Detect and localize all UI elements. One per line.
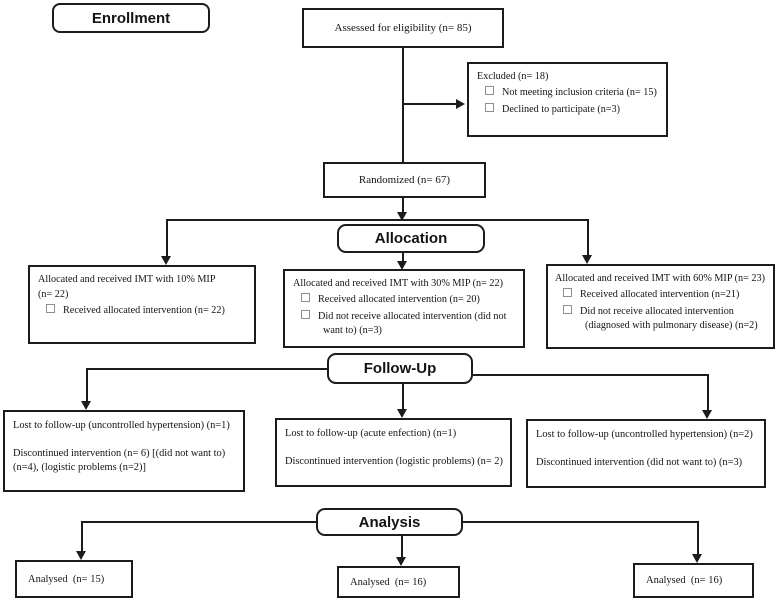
followup-right-line: Lost to follow-up (uncontrolled hyperten… [536, 429, 753, 440]
arrow-down-icon [396, 557, 406, 566]
allocation-right-box: Allocated and received IMT with 60% MIP … [546, 264, 775, 349]
allocation-mid-box: Allocated and received IMT with 30% MIP … [283, 269, 525, 348]
allocation-mid-item-text: Did not receive allocated intervention (… [318, 310, 507, 337]
followup-mid-box: Lost to follow-up (acute enfection) (n=1… [275, 418, 512, 487]
connector-to-analysed-mid [401, 536, 403, 558]
excluded-title: Excluded (n= 18) [477, 71, 549, 82]
allocation-right-item: Received allocated intervention (n=21) [555, 288, 770, 303]
analysed-right-box: Analysed (n= 16) [633, 563, 754, 598]
square-bullet-icon [301, 293, 310, 303]
analysed-left-box: Analysed (n= 15) [15, 560, 133, 598]
arrow-down-icon [161, 256, 171, 265]
connector-to-analysed-right [697, 521, 699, 555]
connector-to-followup-right [707, 374, 709, 411]
allocation-mid-item: Received allocated intervention (n= 20) [293, 293, 517, 308]
connector-to-allocation-mid [402, 253, 404, 262]
square-bullet-icon [485, 102, 494, 112]
excluded-item: Not meeting inclusion criteria (n= 15) [477, 86, 660, 101]
followup-left-line: Lost to follow-up (uncontrolled hyperten… [13, 420, 230, 431]
square-bullet-icon [46, 304, 55, 314]
square-bullet-icon [301, 309, 310, 319]
arrow-right-icon [456, 99, 465, 109]
randomized-box: Randomized (n= 67) [323, 162, 486, 198]
allocation-stage-label: Allocation [337, 224, 485, 253]
enrollment-stage-label: Enrollment [52, 3, 210, 33]
allocation-left-item-text: Received allocated intervention (n= 22) [63, 305, 225, 317]
arrow-down-icon [702, 410, 712, 419]
allocation-mid-item: Did not receive allocated intervention (… [293, 309, 517, 340]
analysis-stage-label: Analysis [316, 508, 463, 536]
followup-mid-line: Lost to follow-up (acute enfection) (n=1… [285, 428, 457, 439]
followup-left-box: Lost to follow-up (uncontrolled hyperten… [3, 410, 245, 492]
followup-right-line: Discontinued intervention (did not want … [536, 456, 743, 468]
connector-to-followup-mid [402, 384, 404, 410]
allocation-right-item-text: Did not receive allocated intervention (… [580, 305, 758, 332]
allocation-mid-item-text: Received allocated intervention (n= 20) [318, 294, 480, 306]
followup-branch-line-right [473, 374, 709, 376]
allocation-right-item: Did not receive allocated intervention (… [555, 304, 770, 335]
followup-branch-line-left [86, 368, 327, 370]
arrow-down-icon [397, 212, 407, 221]
square-bullet-icon [485, 86, 494, 96]
arrow-down-icon [397, 261, 407, 270]
arrow-down-icon [692, 554, 702, 563]
excluded-box: Excluded (n= 18) Not meeting inclusion c… [467, 62, 668, 137]
followup-mid-line: Discontinued intervention (logistic prob… [285, 455, 503, 467]
square-bullet-icon [563, 304, 572, 314]
allocation-right-item-text: Received allocated intervention (n=21) [580, 289, 740, 301]
allocation-mid-title: Allocated and received IMT with 30% MIP … [293, 278, 504, 289]
analysed-mid-box: Analysed (n= 16) [337, 566, 460, 598]
allocation-left-title: Allocated and received IMT with 10% MIP … [38, 274, 216, 300]
allocation-left-item: Received allocated intervention (n= 22) [38, 304, 248, 319]
excluded-item-text: Not meeting inclusion criteria (n= 15) [502, 87, 657, 99]
connector-to-allocation-right [587, 219, 589, 256]
allocation-right-title: Allocated and received IMT with 60% MIP … [555, 273, 766, 284]
analysis-branch-line-left [81, 521, 316, 523]
followup-left-line: Discontinued intervention (n= 6) [(did n… [13, 447, 226, 474]
assessed-box: Assessed for eligibility (n= 85) [302, 8, 504, 48]
allocation-branch-line [166, 219, 589, 221]
allocation-left-box: Allocated and received IMT with 10% MIP … [28, 265, 256, 344]
connector-to-analysed-left [81, 521, 83, 552]
excluded-item: Declined to participate (n=3) [477, 102, 660, 118]
excluded-item-text: Declined to participate (n=3) [502, 103, 621, 115]
followup-stage-label: Follow-Up [327, 353, 473, 384]
connector-to-excluded [403, 103, 456, 105]
arrow-down-icon [81, 401, 91, 410]
connector-to-followup-left [86, 368, 88, 402]
followup-right-box: Lost to follow-up (uncontrolled hyperten… [526, 419, 766, 488]
arrow-down-icon [582, 255, 592, 264]
arrow-down-icon [76, 551, 86, 560]
connector-randomized-to-allocation [402, 198, 404, 214]
square-bullet-icon [563, 288, 572, 298]
analysis-branch-line-right [463, 521, 698, 523]
connector-assessed-to-randomized [402, 48, 404, 162]
connector-to-allocation-left [166, 219, 168, 256]
arrow-down-icon [397, 409, 407, 418]
